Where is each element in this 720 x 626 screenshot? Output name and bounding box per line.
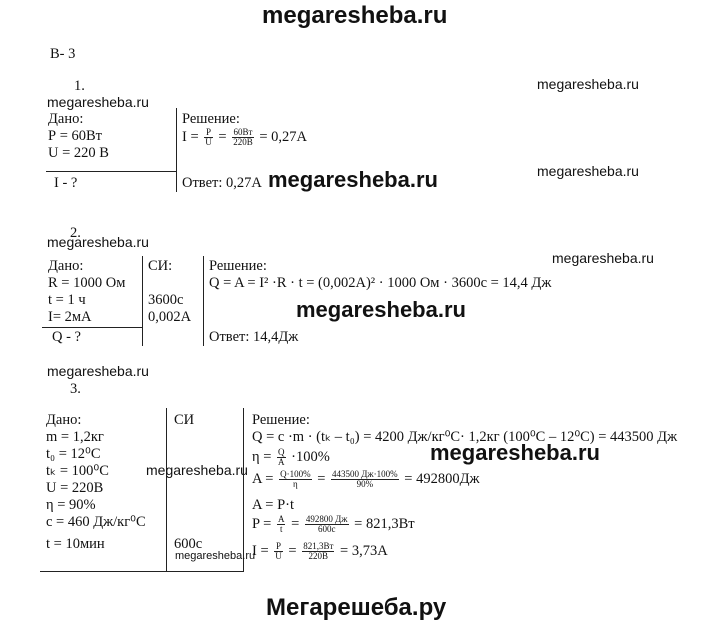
task3-divider-2 xyxy=(243,408,244,572)
task1-number: 1. xyxy=(74,78,85,94)
watermark-1: megaresheba.ru xyxy=(537,76,639,92)
task1-given-power: Р = 60Вт xyxy=(48,128,102,144)
task3-given-mass: m = 1,2кг xyxy=(46,429,104,445)
task3-line3-result: = 492800Дж xyxy=(404,470,480,487)
task1-frac2-den: 220В xyxy=(233,137,253,147)
task3-line3-fraction-2: 443500 Дж·100%90% xyxy=(331,470,399,489)
task3-line6-den1: U xyxy=(275,551,282,561)
variant-label: В- 3 xyxy=(50,46,76,62)
task3-si-value: 600с xyxy=(174,536,203,552)
task1-given-label: Дано: xyxy=(48,111,84,127)
watermark-8: megaresheba.ru xyxy=(47,363,149,379)
task3-line6-num2: 821,3Вт xyxy=(302,541,335,552)
task2-si-current: 0,002А xyxy=(148,309,192,325)
task3-line5-result: = 821,3Вт xyxy=(354,515,415,532)
watermark-4: megaresheba.ru xyxy=(537,163,639,179)
task3-line3-den2: 90% xyxy=(356,479,374,489)
task3-line3-num2: 443500 Дж·100% xyxy=(331,469,399,480)
task2-number: 2. xyxy=(70,225,81,241)
task2-divider-2 xyxy=(203,256,204,346)
task3-line3: A = Q·100%η = 443500 Дж·100%90% = 492800… xyxy=(252,469,480,489)
task3-number: 3. xyxy=(70,381,81,397)
watermark-10: megaresheba.ru xyxy=(175,550,256,562)
header-watermark: megaresheba.ru xyxy=(262,2,448,29)
task1-given-underline xyxy=(46,171,176,172)
task3-line6-result: = 3,73А xyxy=(340,542,388,559)
watermark-6: megaresheba.ru xyxy=(552,250,654,266)
task3-line3-num1: Q·100% xyxy=(279,469,312,480)
task3-solution-label: Решение: xyxy=(252,412,310,428)
task3-line5-num1: A xyxy=(276,514,286,525)
task3-line4: A = P·t xyxy=(252,497,295,513)
task3-line2-prefix: η = xyxy=(252,448,272,465)
task3-line3-prefix: A = xyxy=(252,470,274,487)
task3-line2-num: Q xyxy=(277,447,286,458)
task3-si-label: СИ xyxy=(174,412,195,428)
task2-given-current: I= 2мА xyxy=(48,309,92,325)
task2-given-time: t = 1 ч xyxy=(48,292,86,308)
task3-line6-num1: P xyxy=(274,541,283,552)
task3-line2-den: A xyxy=(278,457,285,467)
task2-given-underline xyxy=(42,327,142,328)
task3-line3-den1: η xyxy=(293,479,298,489)
task1-given-voltage: U = 220 В xyxy=(48,145,109,161)
task3-line1: Q = с ·m · (tₖ – t₀) = 4200 Дж/кг⁰С· 1,2… xyxy=(252,429,678,445)
task3-line2-suffix: ·100% xyxy=(291,448,330,465)
footer-watermark: Мегарешеба.ру xyxy=(266,594,447,621)
task1-find: I - ? xyxy=(54,175,78,191)
task3-line5-den2: 600с xyxy=(317,524,336,534)
task3-given-voltage: U = 220В xyxy=(46,480,104,496)
task2-si-label: СИ: xyxy=(148,258,173,274)
task3-given-heat-capacity: c = 460 Дж/кг⁰С xyxy=(46,514,146,530)
task3-given-efficiency: η = 90% xyxy=(46,497,96,513)
task2-given-label: Дано: xyxy=(48,258,84,274)
task2-si-time: 3600с xyxy=(148,292,184,308)
task2-solution-label: Решение: xyxy=(209,258,267,274)
task1-formula-prefix: I = xyxy=(182,128,199,145)
watermark-9: megaresheba.ru xyxy=(146,462,248,478)
task3-line5-den1: t xyxy=(279,524,283,534)
task3-line6-den2: 220В xyxy=(308,551,329,561)
task3-given-label: Дано: xyxy=(46,412,82,428)
task1-divider xyxy=(176,108,177,192)
task3-line3-fraction-1: Q·100%η xyxy=(279,470,312,489)
task2-answer: Ответ: 14,4Дж xyxy=(209,329,299,345)
task1-frac2-num: 60Вт xyxy=(232,127,254,138)
task3-line6-prefix: I = xyxy=(252,542,269,559)
task1-solution-label: Решение: xyxy=(182,111,240,127)
task3-given-time: t = 10мин xyxy=(46,536,105,552)
task2-divider-1 xyxy=(142,256,143,346)
watermark-3: megaresheba.ru xyxy=(268,167,438,192)
task1-formula-result: = 0,27А xyxy=(259,128,307,145)
task3-given-underline xyxy=(40,571,167,572)
task1-frac1-num: P xyxy=(204,127,213,138)
task2-given-resistance: R = 1000 Ом xyxy=(48,275,126,291)
watermark-7: megaresheba.ru xyxy=(296,297,466,322)
watermark-5: megaresheba.ru xyxy=(47,234,149,250)
task3-given-t0: t₀ = 12⁰С xyxy=(46,446,101,462)
task1-answer: Ответ: 0,27А xyxy=(182,175,262,191)
task3-line5-num2: 492800 Дж xyxy=(304,514,349,525)
task3-given-tk: tₖ = 100⁰С xyxy=(46,463,109,479)
watermark-11: megaresheba.ru xyxy=(430,440,600,465)
watermark-2: megaresheba.ru xyxy=(47,94,149,110)
task3-line5-prefix: P = xyxy=(252,515,272,532)
task3-divider-1 xyxy=(166,408,167,572)
task1-frac1-den: U xyxy=(205,137,212,147)
task3-si-underline xyxy=(166,571,243,572)
task2-formula: Q = A = I² ·R · t = (0,002A)² · 1000 Ом … xyxy=(209,275,552,291)
task2-find: Q - ? xyxy=(52,329,81,345)
